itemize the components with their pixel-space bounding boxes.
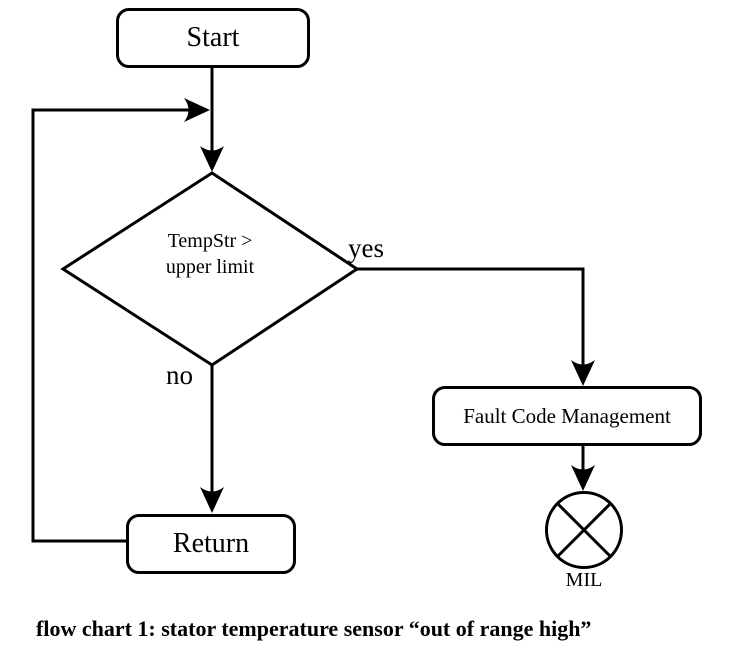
start-node-label: Start — [186, 22, 240, 53]
no-branch-label: no — [166, 360, 193, 390]
return-node-label: Return — [172, 528, 250, 559]
return-node: Return — [126, 514, 296, 574]
arrowhead-loop-junction — [184, 98, 210, 122]
start-node: Start — [116, 8, 310, 68]
yes-branch-label: yes — [348, 233, 384, 263]
arrowhead-into-fault — [571, 360, 595, 386]
decision-condition-line1: TempStr > — [167, 230, 253, 252]
mil-lamp-cross-2 — [556, 502, 612, 558]
decision-node-text: TempStr > upper limit — [110, 228, 310, 280]
decision-diamond-shape — [60, 171, 360, 367]
arrowhead-into-return — [200, 487, 224, 513]
fault-code-management-label: Fault Code Management — [463, 403, 671, 428]
arrowhead-into-mil — [571, 465, 595, 491]
edge-return-loopback — [31, 108, 196, 543]
edge-decision-to-fault — [357, 267, 585, 374]
figure-caption: flow chart 1: stator temperature sensor … — [36, 616, 592, 641]
mil-lamp-label: MIL — [565, 569, 603, 591]
fault-code-management-node: Fault Code Management — [432, 386, 702, 446]
decision-condition-line2: upper limit — [165, 256, 255, 278]
arrowhead-into-decision — [200, 146, 224, 172]
